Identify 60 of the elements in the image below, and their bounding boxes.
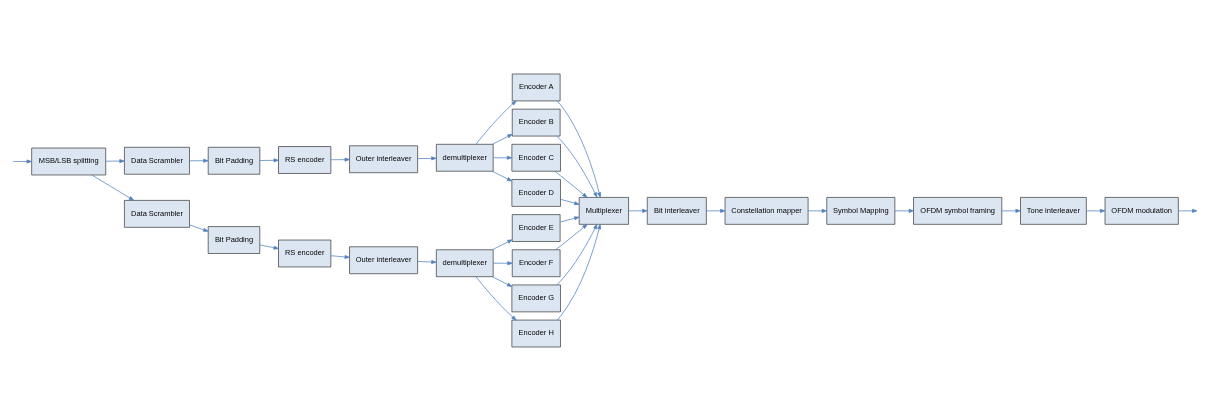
node-box: OFDM symbol framing (913, 196, 1003, 225)
arrow (492, 155, 513, 160)
node-box: Multiplexer (578, 196, 629, 225)
arrow (492, 260, 513, 265)
arrow (91, 174, 134, 201)
arrow (555, 223, 588, 250)
arrow (706, 208, 726, 213)
arrow (12, 159, 32, 163)
arrow (475, 100, 517, 145)
arrow (259, 244, 279, 250)
arrow (1086, 208, 1106, 213)
arrow (556, 223, 598, 285)
node-box: Bit Padding (207, 225, 261, 254)
arrow (491, 275, 513, 287)
arrow (491, 133, 513, 145)
node-box: MSB/LSB splitting (31, 147, 107, 175)
node-box: Encoder D (511, 178, 561, 207)
node-box: Tone interleaver (1020, 196, 1087, 225)
arrow (417, 259, 437, 264)
arrow (556, 135, 598, 198)
arrow (491, 170, 513, 181)
node-box: Encoder G (511, 284, 561, 312)
arrow (330, 254, 350, 259)
node-box: demultiplexer (435, 143, 494, 172)
arrow (628, 208, 648, 213)
arrow (894, 208, 914, 213)
node-box: Encoder B (511, 108, 561, 136)
arrow (554, 170, 588, 198)
arrow (189, 224, 209, 232)
node-box: Data Scrambler (124, 146, 190, 175)
arrow (1001, 208, 1021, 213)
node-box: Bit interleaver (646, 196, 707, 225)
node-box: Outer interleaver (349, 144, 418, 173)
arrow (1178, 208, 1198, 213)
arrow (189, 158, 209, 163)
node-box: Encoder H (511, 319, 561, 347)
arrow (556, 100, 602, 198)
node-box: demultiplexer (435, 248, 494, 277)
arrow (560, 215, 580, 222)
arrow (560, 198, 580, 205)
node-box: Encoder F (511, 248, 561, 277)
node-box: OFDM modulation (1104, 196, 1179, 225)
arrow (105, 158, 125, 163)
node-box: RS encoder (278, 239, 332, 267)
node-box: Constellation mapper (724, 196, 809, 225)
node-box: Data Scrambler (124, 199, 190, 228)
arrow (417, 155, 437, 160)
node-box: Encoder E (511, 213, 561, 242)
arrow (259, 157, 279, 162)
arrow (475, 275, 517, 320)
node-box: Outer interleaver (349, 245, 418, 274)
node-box: Symbol Mapping (826, 196, 896, 225)
arrow (491, 238, 513, 250)
arrow (556, 223, 602, 320)
node-box: Bit Padding (207, 146, 261, 175)
node-box: Encoder C (511, 143, 561, 172)
node-box: RS encoder (278, 145, 332, 174)
arrow (807, 208, 827, 213)
node-box: Encoder A (511, 73, 561, 101)
arrow (330, 157, 350, 162)
